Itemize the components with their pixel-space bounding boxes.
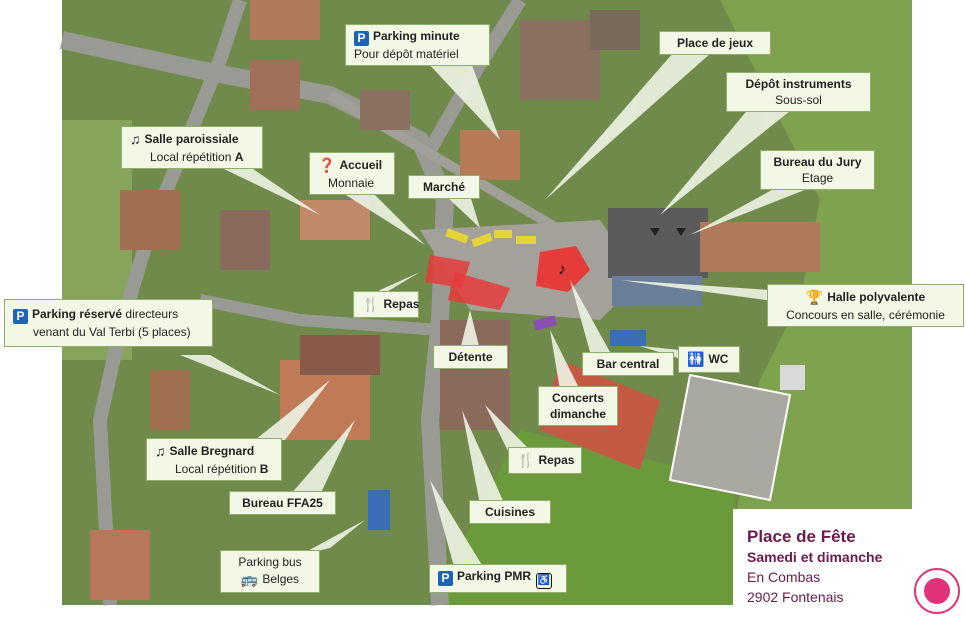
label-cuisines: Cuisines	[469, 500, 551, 525]
event-location: En Combas	[747, 569, 821, 585]
label-parking-bus: Parking bus 🚌Belges	[220, 550, 320, 594]
label-accueil: ❓Accueil Monnaie	[309, 152, 395, 196]
label-depot-instruments: Dépôt instruments Sous-sol	[726, 72, 871, 113]
label-repas-2: 🍴Repas	[508, 447, 582, 474]
label-concerts: Concerts dimanche	[538, 386, 618, 427]
event-title: Place de Fête	[747, 527, 856, 546]
label-bureau-ffa25: Bureau FFA25	[229, 491, 336, 516]
label-bar-central: Bar central	[582, 352, 674, 377]
cutlery-icon: 🍴	[362, 296, 380, 312]
bus-icon: 🚌	[240, 571, 259, 588]
label-halle-polyvalente: 🏆Halle polyvalente Concours en salle, cé…	[767, 284, 964, 328]
label-bureau-jury: Bureau du Jury Etage	[760, 150, 875, 191]
event-address: 2902 Fontenais	[747, 589, 844, 605]
wheelchair-icon: ♿	[536, 573, 553, 589]
label-repas-1: 🍴Repas	[353, 291, 419, 318]
label-pointers	[180, 45, 830, 570]
dance-icon: ♪	[558, 261, 566, 278]
cutlery-icon: 🍴	[517, 452, 535, 468]
bar-central-hexagon	[536, 246, 590, 292]
parking-icon: P	[354, 31, 369, 46]
label-wc: 🚻WC	[678, 346, 740, 373]
question-icon: ❓	[318, 157, 336, 173]
label-place-de-jeux: Place de jeux	[659, 31, 771, 56]
trophy-icon: 🏆	[805, 289, 824, 305]
label-marche: Marché	[408, 175, 480, 200]
sports-court	[668, 373, 792, 502]
music-note-icon: ♫	[155, 443, 166, 459]
label-detente: Détente	[433, 345, 508, 370]
parking-icon: P	[438, 571, 453, 586]
parking-icon: P	[13, 309, 28, 324]
wc-icon: 🚻	[687, 351, 705, 367]
event-subtitle: Samedi et dimanche	[747, 549, 883, 565]
event-info-box: Place de Fête Samedi et dimanche En Comb…	[733, 509, 966, 617]
field-south	[430, 430, 735, 605]
festival-logo	[914, 568, 960, 614]
label-salle-bregnard: ♫Salle Bregnard Local répétition B	[146, 438, 282, 482]
label-salle-paroissiale: ♫Salle paroissiale Local répétition A	[121, 126, 263, 170]
music-note-icon: ♫	[130, 131, 141, 147]
